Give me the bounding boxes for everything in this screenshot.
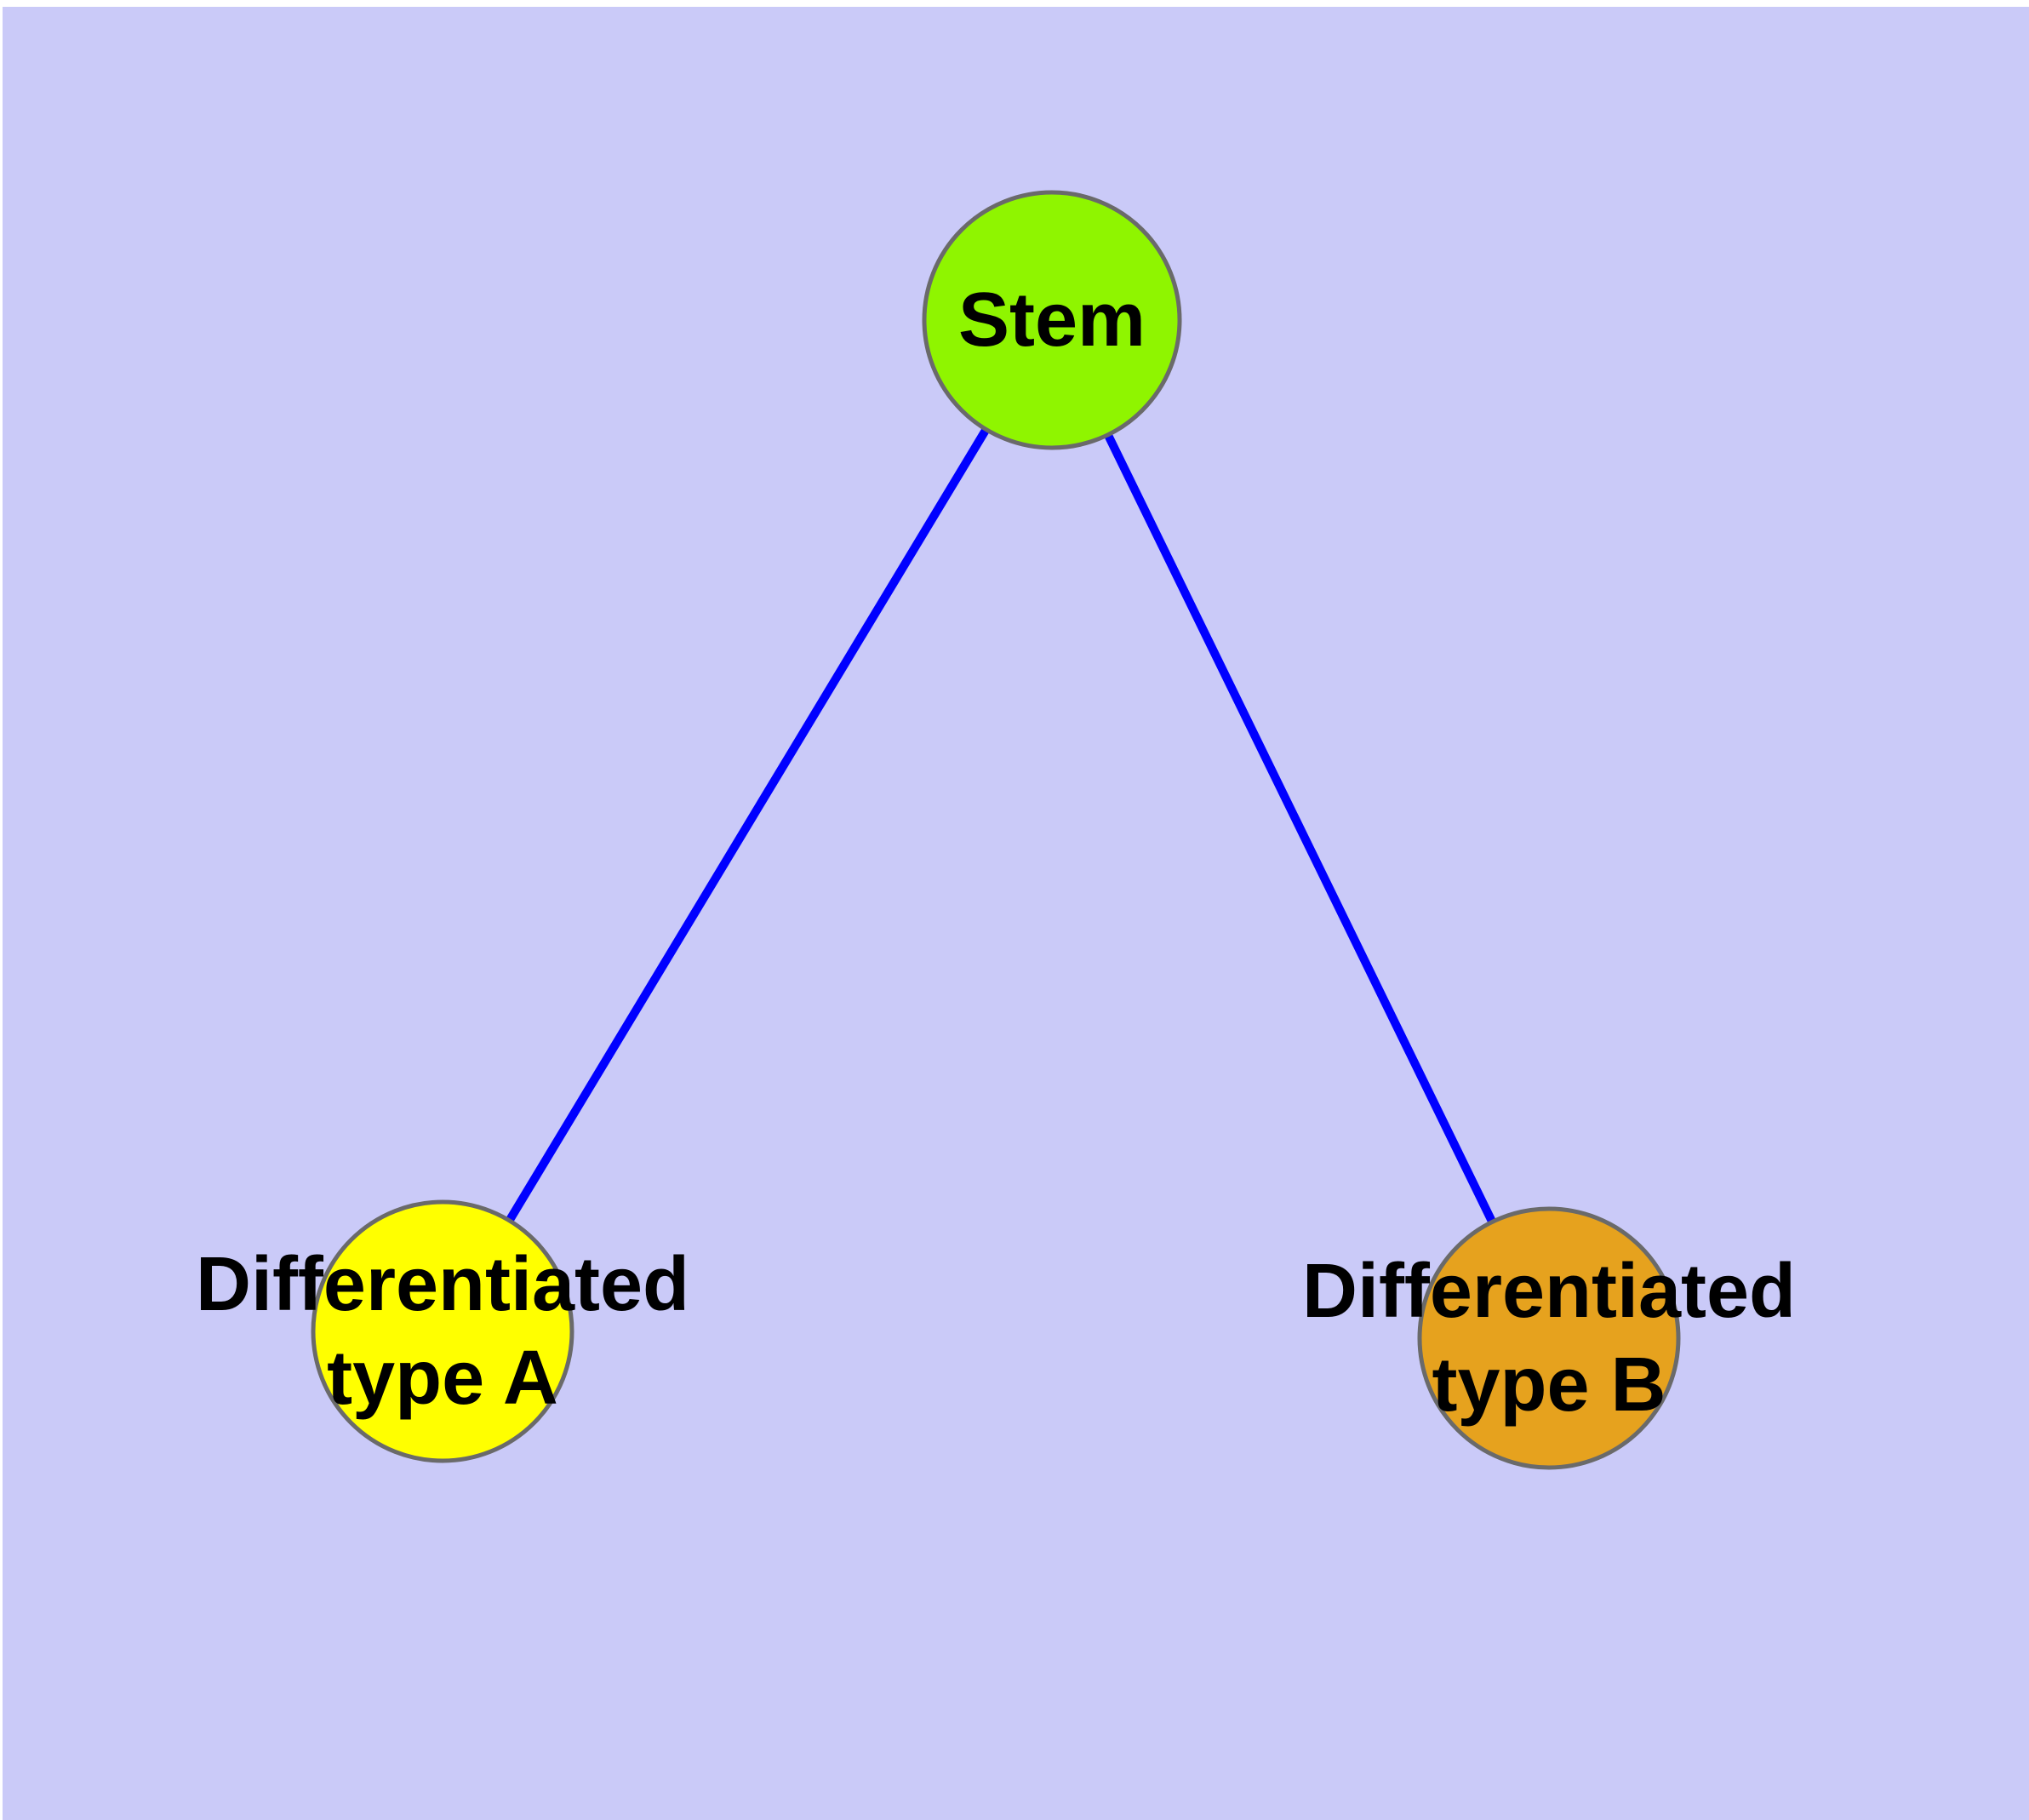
graph-node-stem: Stem: [922, 190, 1182, 450]
node-label-differentiated-type-a: Differentiated type A: [196, 1242, 689, 1421]
node-circle-differentiated-type-a: [311, 1199, 574, 1463]
node-label-line: type B: [1432, 1342, 1666, 1428]
graph-node-differentiated-type-a: Differentiated type A: [196, 1199, 689, 1463]
edge-stem-to-differentiated-type-b: [1048, 318, 1553, 1341]
node-circle-stem: [922, 190, 1182, 450]
node-label-line: Stem: [958, 278, 1146, 363]
node-label-line: Differentiated: [196, 1242, 689, 1327]
node-label-line: Differentiated: [1302, 1249, 1796, 1334]
node-circle-differentiated-type-b: [1417, 1206, 1681, 1470]
edge-stem-to-differentiated-type-a: [438, 318, 1056, 1334]
node-label-stem: Stem: [958, 278, 1146, 363]
node-label-line: type A: [327, 1336, 558, 1421]
edges-group: [438, 318, 1553, 1341]
